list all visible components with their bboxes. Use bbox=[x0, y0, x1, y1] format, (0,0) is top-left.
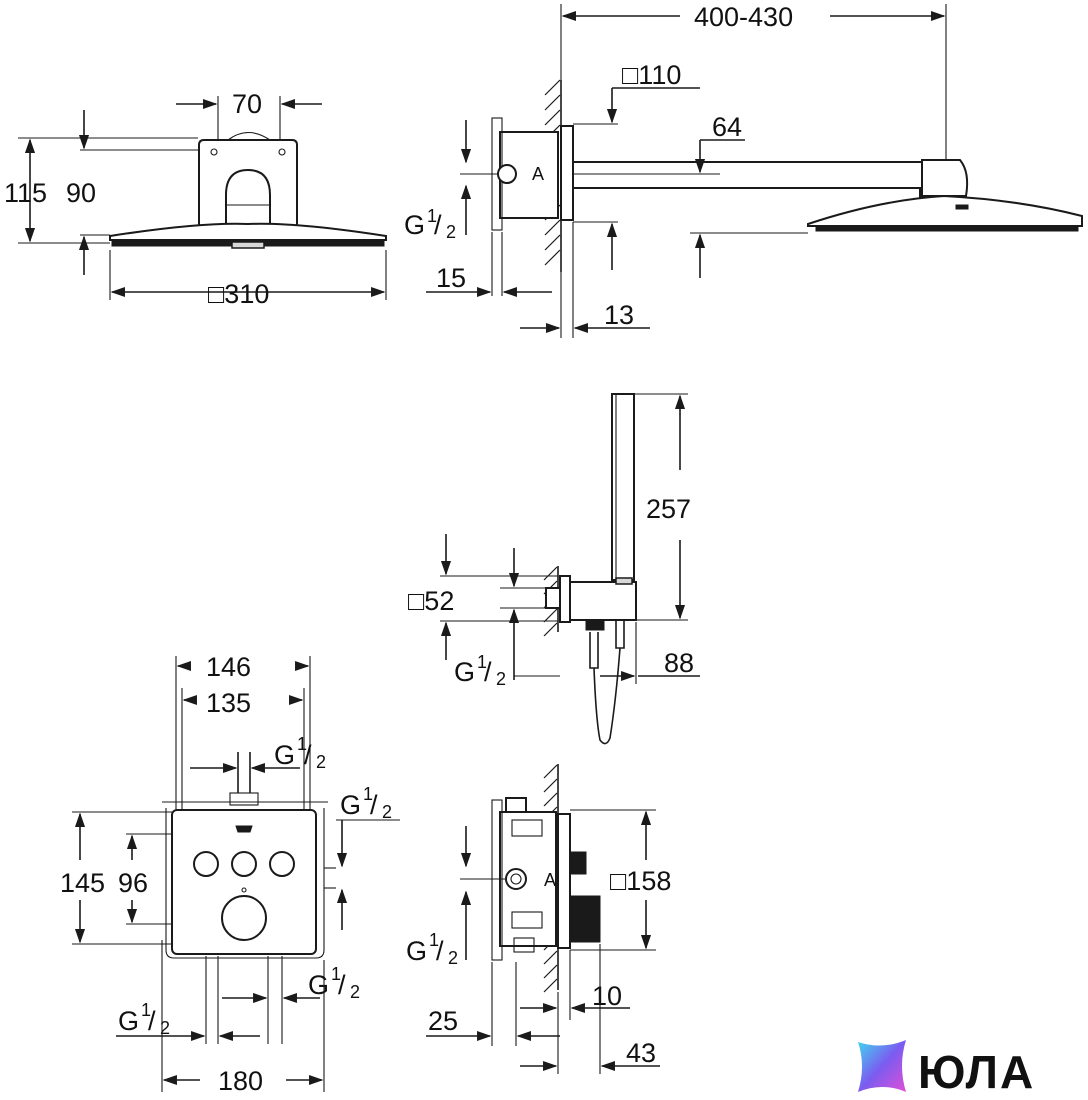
thermostat-inlet bbox=[505, 868, 527, 890]
screw-hole bbox=[278, 148, 286, 156]
svg-text:1: 1 bbox=[331, 964, 341, 984]
hand-shower bbox=[611, 393, 635, 581]
head-shower-front-view: 70 115 90 □310 bbox=[4, 89, 387, 309]
head-neck bbox=[225, 168, 271, 227]
dim-plate-width: 146 bbox=[206, 652, 251, 682]
shower-arm bbox=[572, 161, 941, 199]
svg-text:/: / bbox=[370, 790, 378, 820]
outlet-button-1 bbox=[193, 851, 219, 877]
label-thread-holder: G 1 / 2 bbox=[454, 652, 506, 689]
head-side bbox=[807, 194, 1083, 227]
dim-holder-square: □52 bbox=[408, 586, 454, 616]
svg-text:G: G bbox=[454, 657, 475, 687]
logo-text: ЮЛА bbox=[918, 1046, 1035, 1098]
button-side bbox=[569, 851, 587, 875]
svg-text:2: 2 bbox=[316, 752, 326, 772]
svg-text:G: G bbox=[404, 210, 425, 240]
plate-indicator bbox=[235, 825, 253, 833]
bracket-arc bbox=[227, 131, 271, 141]
svg-text:1: 1 bbox=[429, 930, 439, 950]
label-thread-bottom-left: G 1 / 2 bbox=[118, 1000, 170, 1038]
dim-head-height: 90 bbox=[66, 178, 96, 208]
svg-text:2: 2 bbox=[350, 982, 360, 1002]
thermostat-front-view: 146 135 G 1 / 2 G 1 / 2 145 96 bbox=[60, 652, 400, 1096]
knob-side bbox=[569, 895, 601, 943]
dim-hand-shower-length: 257 bbox=[646, 494, 691, 524]
holder-body bbox=[569, 581, 637, 621]
hose bbox=[593, 647, 621, 745]
svg-text:1: 1 bbox=[477, 652, 487, 672]
dim-plate-inner-height: 96 bbox=[118, 868, 148, 898]
svg-text:G: G bbox=[406, 936, 427, 966]
svg-text:A: A bbox=[532, 164, 544, 184]
concealed-box-outline bbox=[165, 808, 325, 959]
svg-text:G: G bbox=[308, 970, 329, 1000]
label-thread-bottom-right: G 1 / 2 bbox=[308, 964, 360, 1002]
thermostat-side-view: A □158 G 1 / 2 25 10 bbox=[406, 764, 671, 1074]
svg-text:/: / bbox=[304, 740, 312, 770]
thermostat-plate bbox=[171, 809, 317, 955]
svg-text:/: / bbox=[434, 210, 442, 240]
dim-arm-square: □110 bbox=[622, 60, 681, 90]
head-shower-side-view: A 400-430 □110 64 G 1 bbox=[404, 2, 1083, 338]
dim-plate-inner: 135 bbox=[206, 688, 251, 718]
dim-arm-length: 400-430 bbox=[694, 2, 793, 32]
temperature-knob bbox=[221, 895, 267, 941]
outlet-elbow bbox=[545, 587, 561, 609]
svg-text:2: 2 bbox=[446, 222, 456, 242]
svg-text:1: 1 bbox=[427, 206, 437, 226]
svg-text:G: G bbox=[340, 790, 361, 820]
dim-plate-height: 145 bbox=[60, 868, 105, 898]
dim-holder-depth: 88 bbox=[664, 648, 694, 678]
svg-text:/: / bbox=[148, 1006, 156, 1036]
hose-nut bbox=[585, 619, 605, 631]
label-thread-right: G 1 / 2 bbox=[340, 784, 392, 822]
svg-text:/: / bbox=[338, 970, 346, 1000]
label-thread-top: G 1 / 2 bbox=[274, 734, 326, 772]
dim-head-width: 70 bbox=[232, 89, 262, 119]
connection-thread bbox=[497, 164, 517, 184]
svg-text:G: G bbox=[274, 740, 295, 770]
dim-head-total-height: 115 bbox=[4, 178, 47, 208]
dim-mixer-depth: 25 bbox=[428, 1006, 458, 1036]
svg-text:G: G bbox=[118, 1006, 139, 1036]
outlet-button-2 bbox=[231, 851, 257, 877]
dim-box-depth: 15 bbox=[436, 263, 466, 293]
dim-arm-height: 64 bbox=[712, 112, 742, 142]
outlet-button-3 bbox=[269, 851, 295, 877]
dim-mixer-square: □158 bbox=[610, 866, 671, 896]
logo-mark-icon bbox=[858, 1040, 906, 1092]
dim-wall-depth: 13 bbox=[604, 300, 634, 330]
svg-text:2: 2 bbox=[448, 948, 458, 968]
dim-mixer-protrusion: 43 bbox=[626, 1038, 656, 1068]
svg-text:A: A bbox=[544, 870, 556, 890]
screw-hole bbox=[210, 148, 218, 156]
dim-mixer-offset: 10 bbox=[592, 981, 622, 1011]
svg-text:/: / bbox=[484, 657, 492, 687]
svg-text:1: 1 bbox=[297, 734, 307, 754]
dim-head-size: □310 bbox=[208, 279, 269, 309]
hand-shower-view: 257 □52 G 1 / 2 88 bbox=[408, 393, 700, 745]
svg-text:2: 2 bbox=[382, 802, 392, 822]
svg-text:2: 2 bbox=[160, 1018, 170, 1038]
svg-text:2: 2 bbox=[496, 669, 506, 689]
brand-logo: ЮЛА bbox=[858, 1040, 1035, 1098]
label-thread-side: G 1 / 2 bbox=[406, 930, 458, 968]
wall-plate bbox=[560, 125, 574, 221]
holder-plate bbox=[559, 575, 571, 623]
dim-plate-base: 180 bbox=[218, 1066, 263, 1096]
svg-text:/: / bbox=[436, 936, 444, 966]
head-disk bbox=[109, 222, 387, 241]
label-thread-head: G 1 / 2 bbox=[404, 206, 456, 242]
svg-text:1: 1 bbox=[363, 784, 373, 804]
svg-text:1: 1 bbox=[141, 1000, 151, 1020]
thermostat-plate-side bbox=[557, 813, 571, 949]
